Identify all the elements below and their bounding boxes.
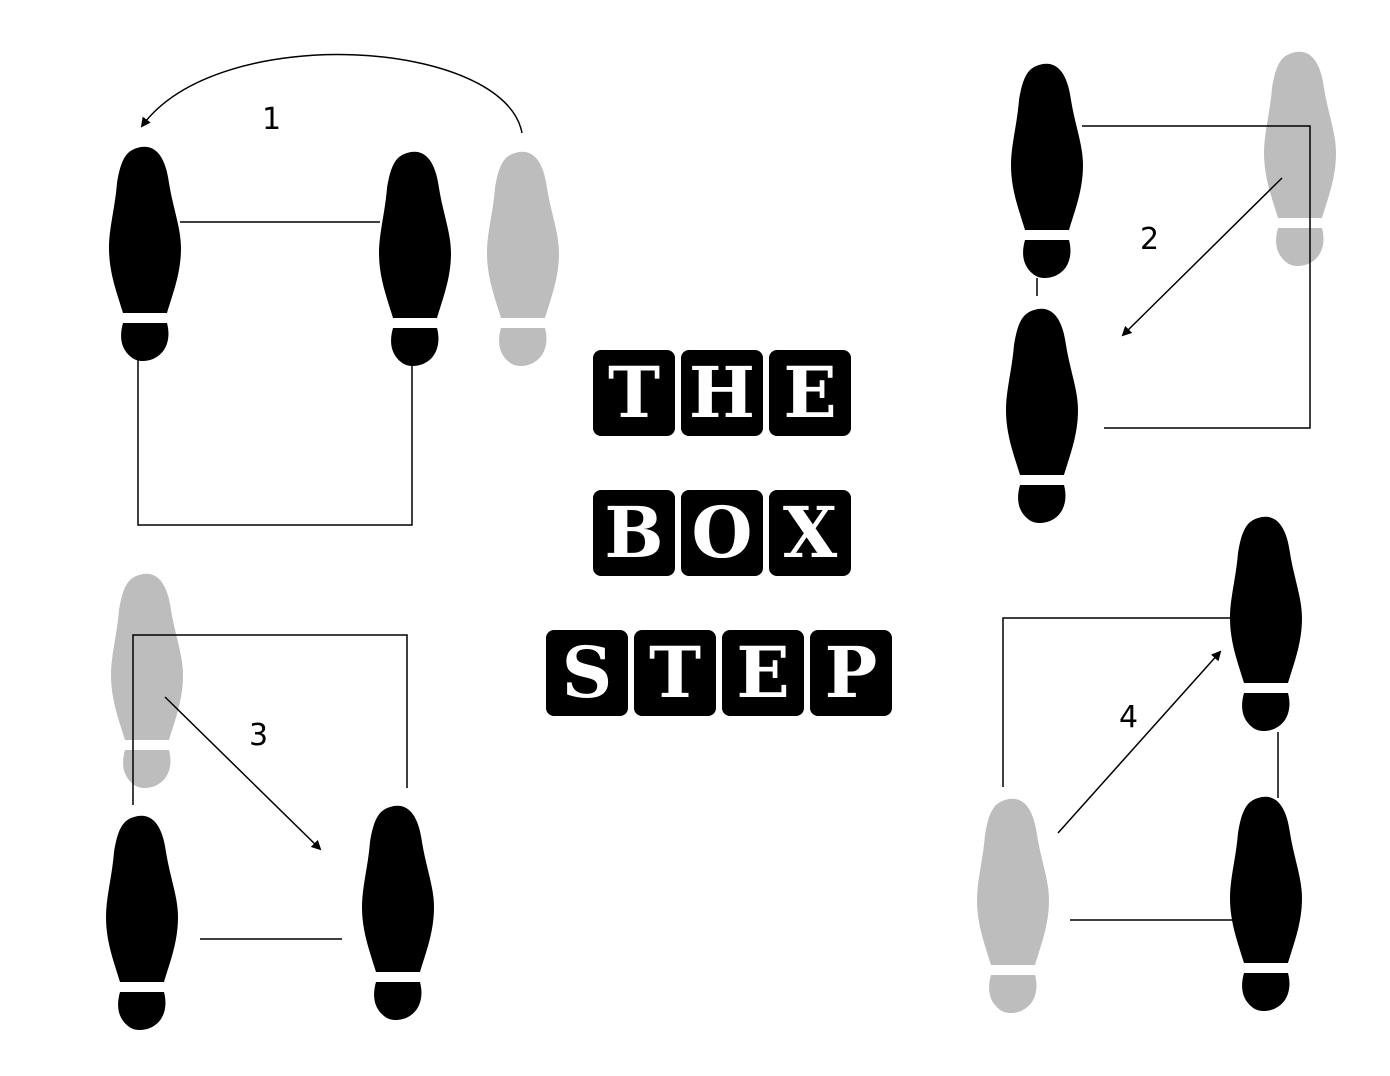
step-3-previous-foot <box>111 573 183 789</box>
step-3-left-foot <box>106 815 178 1031</box>
step-1-previous-foot <box>487 151 559 367</box>
step-4-diagonal-arrow <box>1057 650 1222 834</box>
title-tile: T <box>593 350 675 436</box>
title-line-step: S T E P <box>546 630 892 716</box>
step-3-label: 3 <box>249 718 269 753</box>
step-2-box-outline <box>1082 125 1311 429</box>
title-tile: E <box>722 630 804 716</box>
title-tile: T <box>634 630 716 716</box>
step-4-box-outline <box>1002 617 1232 787</box>
step-2-label: 2 <box>1140 222 1160 257</box>
step-2-diagonal-arrow <box>1121 177 1283 337</box>
step-4-top-foot <box>1230 516 1302 732</box>
step-2-group <box>1006 51 1336 524</box>
title-tile: B <box>593 490 675 576</box>
step-1-group <box>109 53 559 526</box>
step-4-previous-foot <box>977 798 1049 1014</box>
step-2-top-left-foot <box>1011 63 1083 279</box>
step-4-bottom-foot <box>1230 796 1302 1012</box>
title-line-the: T H E <box>593 350 851 436</box>
step-3-box-outline <box>132 634 408 805</box>
step-1-right-foot <box>379 151 451 367</box>
step-2-previous-foot <box>1264 51 1336 267</box>
title-line-box: B O X <box>593 490 851 576</box>
step-1-box-outline <box>137 358 413 526</box>
step-4-label: 4 <box>1119 700 1139 735</box>
title-tile: P <box>810 630 892 716</box>
step-4-group <box>977 516 1302 1014</box>
title-tile: S <box>546 630 628 716</box>
step-2-bottom-foot <box>1006 308 1078 524</box>
title-tile: H <box>681 350 763 436</box>
step-3-group <box>106 573 434 1031</box>
step-1-label: 1 <box>262 102 282 137</box>
step-3-diagonal-arrow <box>164 696 322 851</box>
step-3-right-foot <box>362 805 434 1021</box>
step-1-left-foot <box>109 146 181 362</box>
title-tile: O <box>681 490 763 576</box>
title-tile: X <box>769 490 851 576</box>
title-tile: E <box>769 350 851 436</box>
step-1-arc-arrow <box>140 53 523 134</box>
